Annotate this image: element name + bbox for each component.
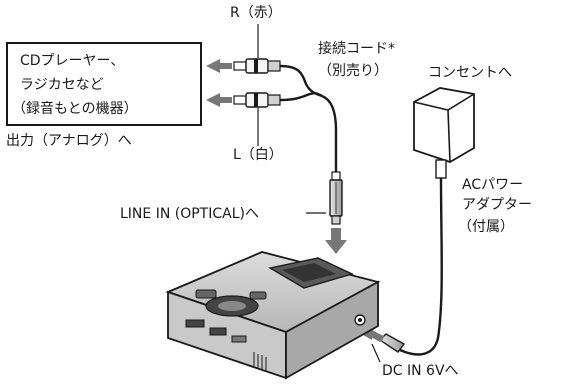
adapter-label-line1: ACパワー	[462, 177, 524, 193]
r-rca-plug-icon	[233, 58, 281, 74]
minidisc-recorder-icon	[165, 251, 381, 380]
source-device-line2: ラジカセなど	[20, 77, 104, 93]
ac-adapter-icon	[413, 87, 475, 179]
optical-plug-icon	[329, 171, 343, 225]
source-device-line3: （録音もとの機器）	[12, 101, 138, 117]
adapter-cable	[399, 177, 443, 356]
output-label: 出力（アナログ）へ	[6, 133, 132, 149]
source-device-box: CDプレーヤー、 ラジカセなど （録音もとの機器）	[6, 42, 202, 126]
l-rca-plug-icon	[233, 92, 281, 108]
l-connector-label: L（白）	[233, 147, 283, 163]
outlet-label: コンセントへ	[428, 65, 512, 81]
arrow-l-to-source-icon	[206, 93, 232, 107]
arrow-into-line-in-icon	[325, 228, 347, 254]
source-device-line1: CDプレーヤー、	[20, 53, 125, 69]
cord-label: 接続コード*	[318, 41, 395, 57]
adapter-label-line3: （付属）	[458, 219, 514, 235]
cord-note-label: （別売り）	[318, 63, 388, 79]
arrow-r-to-source-icon	[206, 59, 232, 73]
dc-in-label: DC IN 6Vへ	[382, 363, 459, 379]
audio-cable	[279, 64, 338, 172]
adapter-label-line2: アダプター	[462, 197, 532, 213]
line-in-label: LINE IN (OPTICAL)へ	[120, 206, 259, 222]
r-connector-label: R（赤）	[230, 5, 282, 21]
dc-in-leader-line	[371, 343, 381, 363]
